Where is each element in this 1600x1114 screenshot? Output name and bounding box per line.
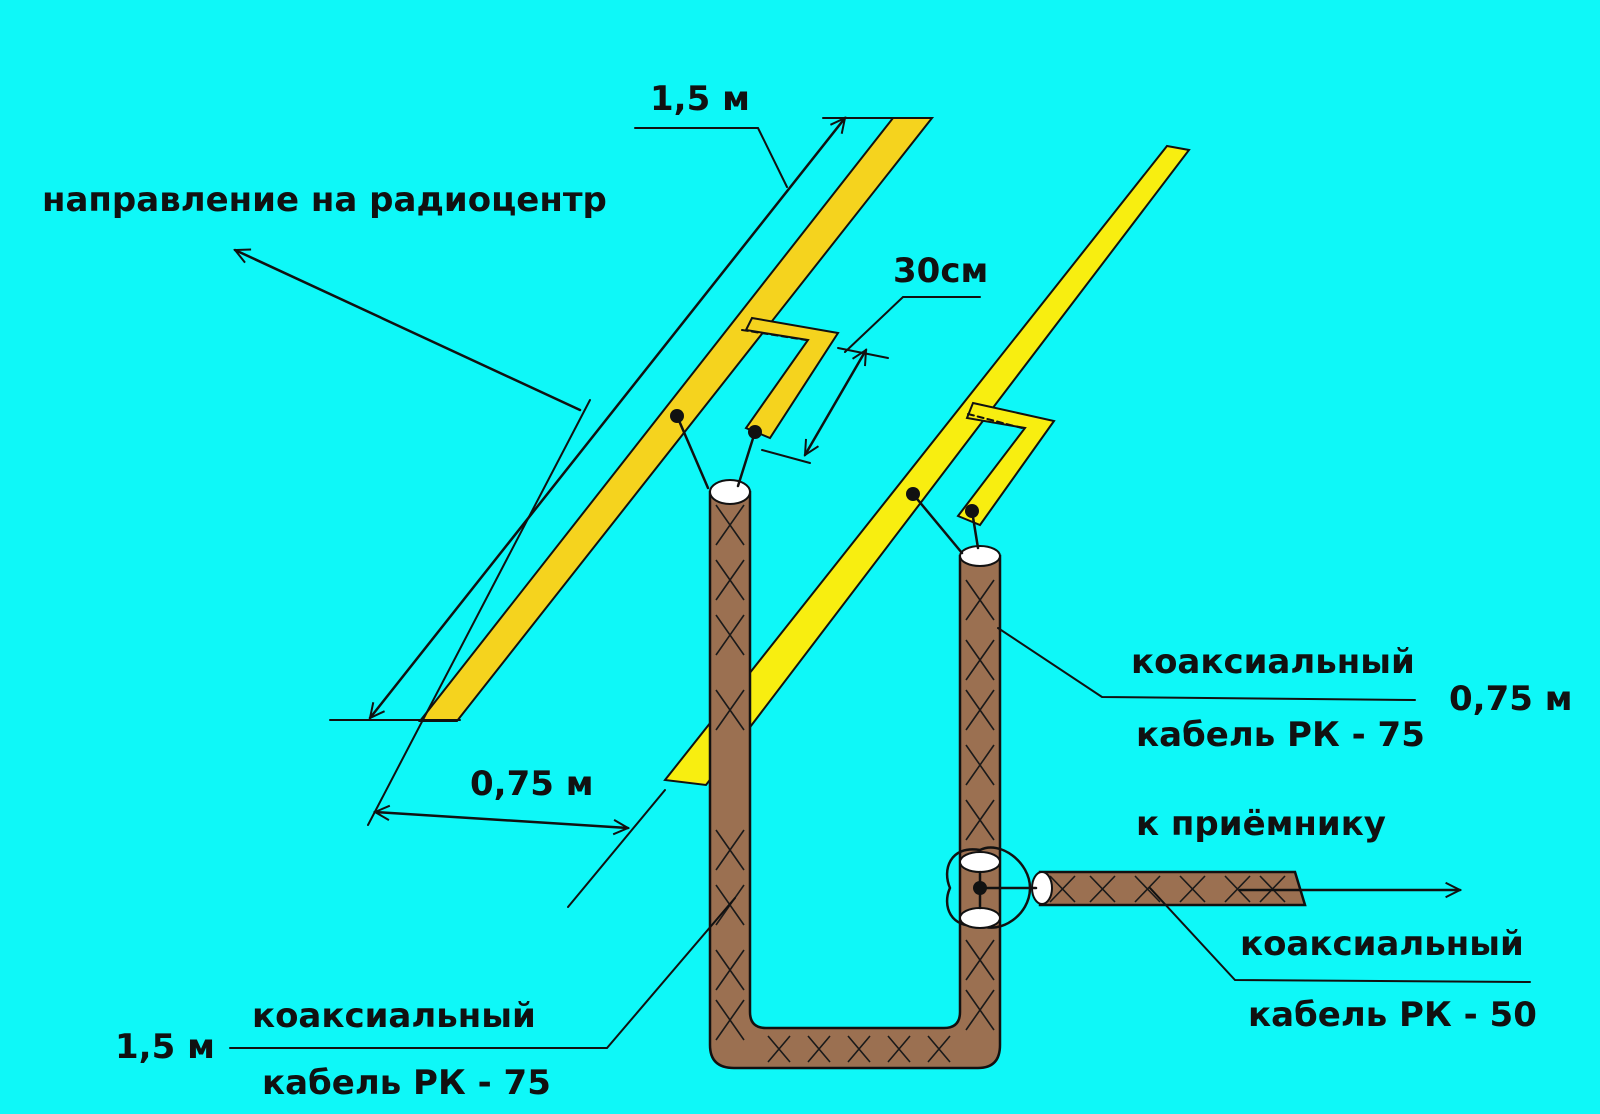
dim-length-top-label: 1,5 м [650,79,750,119]
cable-right-line1: коаксиальный [1131,642,1415,682]
direction-arrow [235,250,582,412]
cable-left-line2: кабель РК - 75 [262,1063,551,1103]
cable-left-line1: коаксиальный [252,996,536,1036]
cable-out-line1: коаксиальный [1240,924,1524,964]
dimension-lines [229,118,1531,1049]
labels: направление на радиоцентр 1,5 м 30см 0,7… [42,79,1573,1103]
cable-right-line2: кабель РК - 75 [1136,715,1425,755]
dim-spacing-label: 0,75 м [470,764,594,804]
dipole-right-hairpin [956,401,1056,527]
dim-cable-left-label: 1,5 м [115,1027,215,1067]
direction-label: направление на радиоцентр [42,180,607,220]
dim-gap-label: 30см [893,251,988,291]
cable-end-junction-top [959,851,1001,873]
cable-end-right [959,545,1001,567]
cable-end-left [709,479,751,505]
coax-cable-out-body [1038,870,1307,907]
cable-out-line2: кабель РК - 50 [1248,995,1537,1035]
to-receiver-label: к приёмнику [1136,804,1386,844]
coax-cable-out [945,846,1460,929]
cable-end-junction-bottom [959,907,1001,929]
dim-cable-right-label: 0,75 м [1449,679,1573,719]
